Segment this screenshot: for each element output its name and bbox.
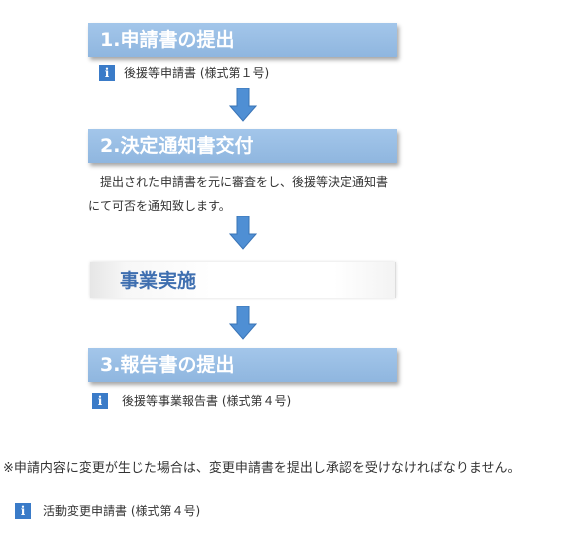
info-icon: i: [92, 392, 108, 409]
info-icon: i: [99, 64, 115, 81]
down-arrow-icon: [229, 306, 257, 340]
change-document[interactable]: i 活動変更申請書 (様式第４号): [15, 502, 200, 519]
step-1-document[interactable]: i 後援等申請書 (様式第１号): [99, 64, 269, 81]
step-2-description-text: 提出された申請書を元に審査をし、後援等決定通知書にて可否を通知致します。: [88, 175, 389, 213]
step-3-document[interactable]: i 後援等事業報告書 (様式第４号): [92, 392, 291, 409]
step-3-document-label[interactable]: 後援等事業報告書 (様式第４号): [122, 394, 292, 408]
execute-box: 事業実施: [90, 262, 396, 298]
step-1-document-label[interactable]: 後援等申請書 (様式第１号): [124, 66, 270, 80]
change-document-label[interactable]: 活動変更申請書 (様式第４号): [43, 504, 201, 518]
down-arrow-icon: [229, 216, 257, 250]
step-1-box: 1.申請書の提出: [88, 23, 397, 57]
info-icon: i: [15, 502, 31, 519]
down-arrow-icon: [229, 88, 257, 122]
step-2-box: 2.決定通知書交付: [88, 129, 397, 163]
step-3-box: 3.報告書の提出: [88, 348, 397, 382]
step-2-description: 提出された申請書を元に審査をし、後援等決定通知書にて可否を通知致します。: [88, 170, 398, 218]
execute-label: 事業実施: [120, 270, 197, 292]
step-2-label: 2.決定通知書交付: [100, 135, 254, 157]
step-3-label: 3.報告書の提出: [100, 354, 235, 376]
step-1-label: 1.申請書の提出: [100, 29, 235, 51]
change-note: ※申請内容に変更が生じた場合は、変更申請書を提出し承認を受けなければなりません。: [3, 461, 521, 476]
